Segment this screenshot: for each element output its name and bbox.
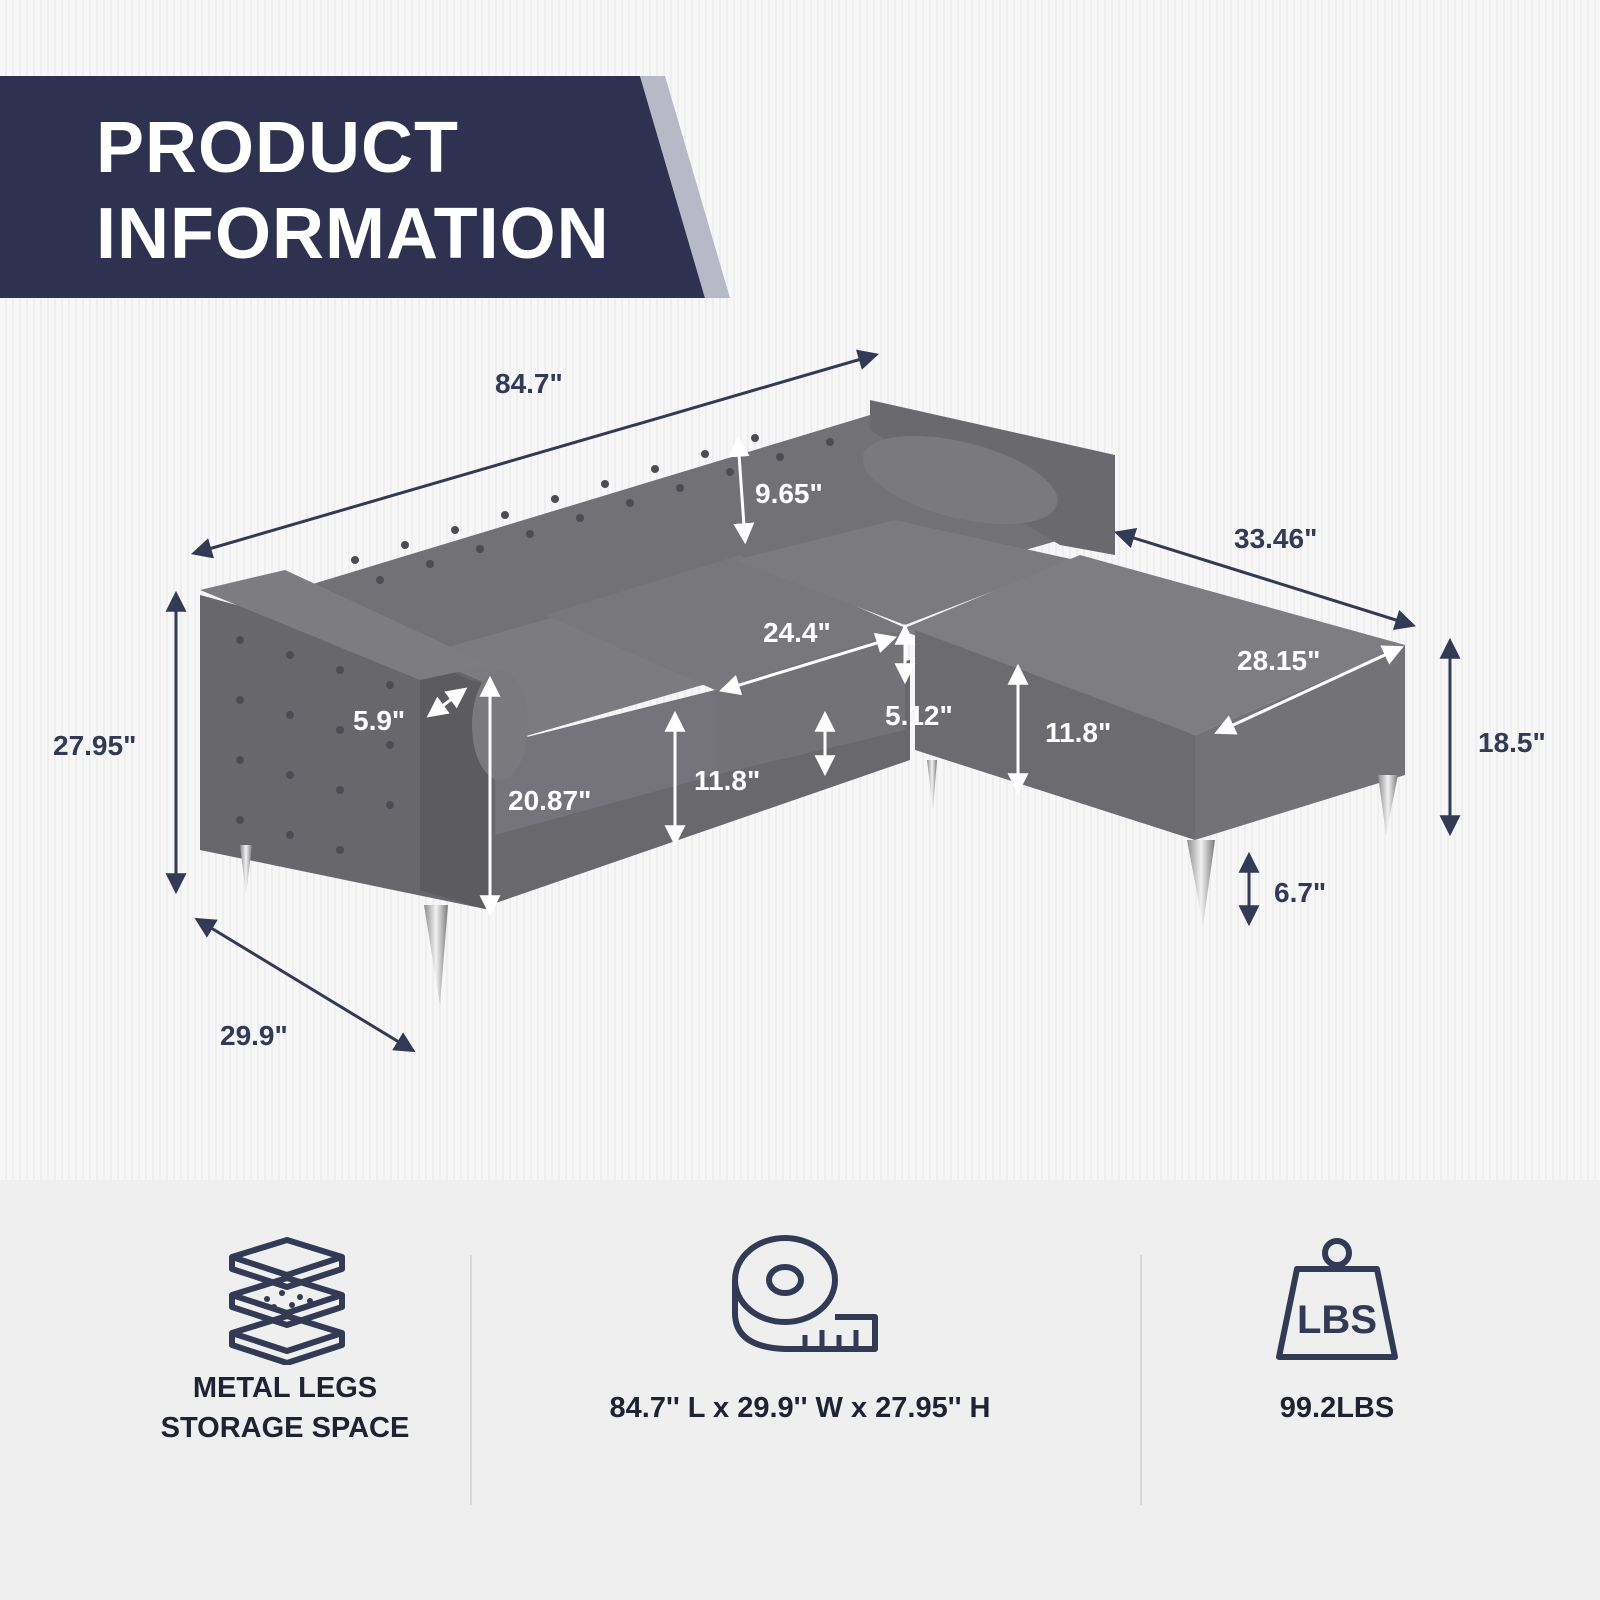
dimension-arrows-light xyxy=(426,435,1404,917)
ottoman-width-arrow xyxy=(1214,645,1404,735)
depth-label: 29.9" xyxy=(220,1020,288,1051)
seat-height-left-label: 11.8" xyxy=(694,765,760,796)
sofa-dimension-diagram: 84.7" 9.65" 33.46" 24.4" 28.15" 27.95" 5… xyxy=(53,349,1546,1053)
weight-icon-text: LBS xyxy=(1297,1298,1377,1342)
feature-3-line-1: 99.2LBS xyxy=(1279,1392,1395,1424)
overall-length-label: 84.7" xyxy=(495,368,563,399)
back-height-label: 9.65" xyxy=(755,478,823,509)
back-height-arrow xyxy=(728,435,755,545)
banner-title-line1: PRODUCT xyxy=(96,108,459,188)
banner-shape xyxy=(0,76,705,298)
left-bolster xyxy=(472,670,528,780)
chaise-length-label: 33.46" xyxy=(1234,523,1317,554)
arm-tufting xyxy=(236,636,394,854)
right-bolster xyxy=(862,435,1058,525)
overall-height-label: 27.95" xyxy=(53,730,136,761)
cushion-layers-icon xyxy=(229,1237,345,1365)
ottoman-front xyxy=(915,630,1195,840)
dimension-arrows xyxy=(165,349,1461,1053)
banner-stripe xyxy=(640,76,730,298)
seat-front-left xyxy=(495,690,715,835)
banner-title-line2: INFORMATION xyxy=(96,194,610,274)
title-banner xyxy=(0,76,730,298)
chaise-length-arrow xyxy=(1113,527,1417,631)
ottoman-leg-2 xyxy=(1187,840,1215,925)
leg-height-label: 6.7" xyxy=(1274,877,1326,908)
feature-2-line-1: 84.7'' L x 29.9'' W x 27.95'' H xyxy=(609,1392,991,1424)
seat-width-label: 24.4" xyxy=(763,617,831,648)
feature-1-text: METAL LEGS STORAGE SPACE xyxy=(45,1368,525,1448)
seat-width-arrow xyxy=(718,632,898,696)
weight-icon: LBS xyxy=(1276,1238,1398,1360)
arm-height-label: 20.87" xyxy=(508,785,591,816)
ottoman-leg-1 xyxy=(927,760,937,810)
left-arm-top xyxy=(200,570,490,680)
feature-1-line-2: STORAGE SPACE xyxy=(160,1412,410,1444)
overall-length-arrow xyxy=(190,349,880,559)
measuring-tape-icon xyxy=(732,1235,878,1352)
ottoman-width-label: 28.15" xyxy=(1237,645,1320,676)
arm-width-label: 5.9" xyxy=(353,705,405,736)
sofa-leg-2 xyxy=(424,905,448,1005)
ottoman-leg-3 xyxy=(1378,775,1398,835)
ottoman-height-label: 18.5" xyxy=(1478,727,1546,758)
sofa-leg-1 xyxy=(240,845,252,895)
feature-divider-2 xyxy=(1140,1255,1142,1505)
feature-bar xyxy=(0,1180,1600,1600)
feature-3-text: 99.2LBS xyxy=(1097,1388,1577,1428)
feature-1-line-1: METAL LEGS xyxy=(192,1372,378,1404)
seat-height-right-label: 11.8" xyxy=(1045,717,1111,748)
seat-gap-label: 5.12" xyxy=(885,700,953,731)
arm-width-arrow xyxy=(426,687,468,718)
depth-arrow xyxy=(194,917,416,1053)
feature-divider-1 xyxy=(470,1255,472,1505)
feature-2-text: 84.7'' L x 29.9'' W x 27.95'' H xyxy=(560,1388,1040,1428)
